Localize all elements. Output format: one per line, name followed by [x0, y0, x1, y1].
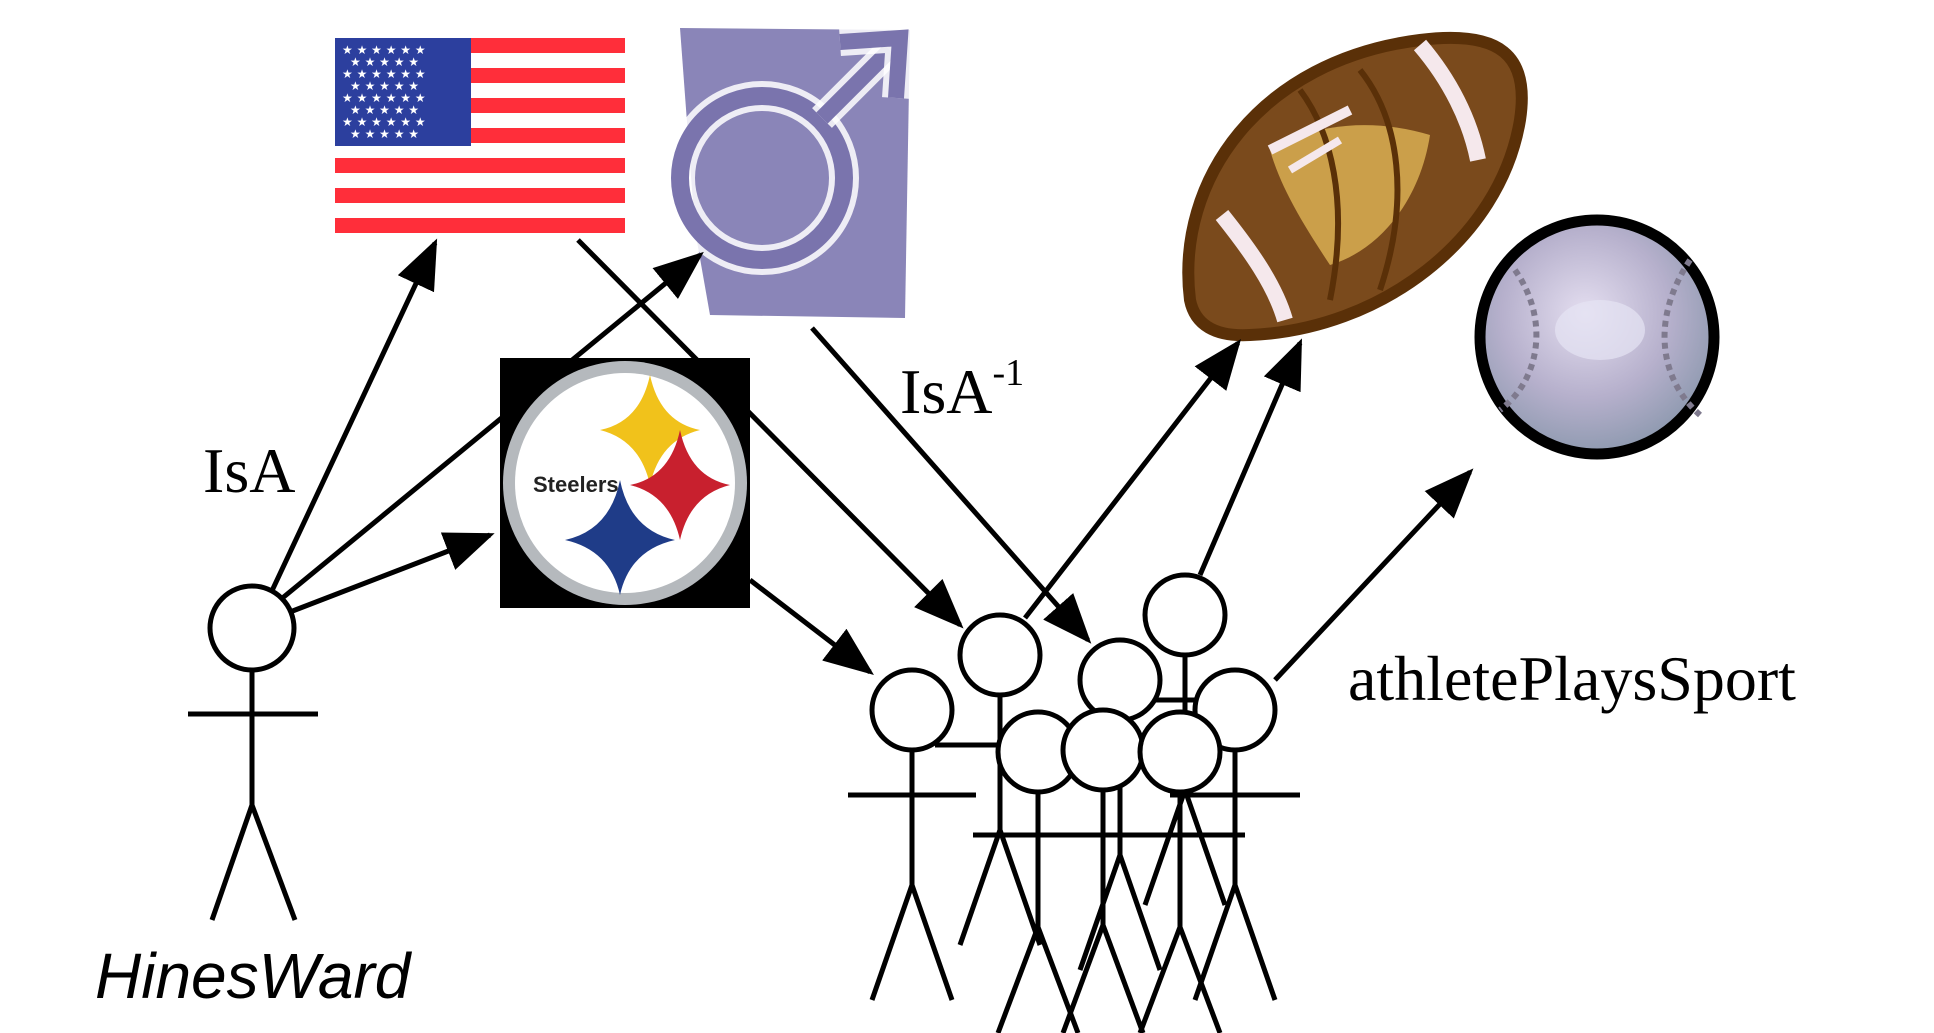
arrow-flag-to-group	[576, 238, 964, 629]
arrow-hines-to-male	[278, 251, 704, 602]
svg-text:★ ★ ★ ★ ★ ★: ★ ★ ★ ★ ★ ★	[342, 67, 426, 81]
arrow-hines-to-flag	[267, 238, 438, 597]
svg-text:★ ★ ★ ★ ★ ★: ★ ★ ★ ★ ★ ★	[342, 43, 426, 57]
svg-text:★ ★ ★ ★ ★ ★: ★ ★ ★ ★ ★ ★	[342, 91, 426, 105]
athlete-figure	[1055, 637, 1185, 971]
steelers-wordmark: Steelers	[533, 472, 619, 497]
svg-text:★ ★ ★ ★ ★ ★: ★ ★ ★ ★ ★ ★	[342, 115, 426, 129]
isa-inverse-label: IsA-1	[900, 352, 1024, 427]
arrow-male-to-group	[810, 326, 1092, 644]
usa-flag-icon: ★ ★ ★ ★ ★ ★ ★ ★ ★ ★ ★ ★ ★ ★ ★ ★ ★ ★ ★ ★ …	[335, 38, 625, 238]
arrow-group-to-football-1	[1023, 339, 1242, 620]
athlete-group-stick-figures	[848, 572, 1300, 1033]
athlete-plays-sport-label: athletePlaysSport	[1348, 643, 1796, 714]
arrow-steelers-to-group	[748, 578, 874, 676]
football-icon	[1182, 31, 1528, 342]
baseball-icon	[1474, 214, 1720, 460]
svg-text:★ ★ ★ ★ ★: ★ ★ ★ ★ ★	[350, 127, 419, 141]
svg-text:★ ★ ★ ★ ★: ★ ★ ★ ★ ★	[350, 103, 419, 117]
arrow-group-to-baseball	[1273, 468, 1474, 682]
svg-text:★ ★ ★ ★ ★: ★ ★ ★ ★ ★	[350, 55, 419, 69]
relation-arrows	[267, 238, 1474, 682]
svg-text:★ ★ ★ ★ ★: ★ ★ ★ ★ ★	[350, 79, 419, 93]
athlete-figure	[848, 667, 976, 1001]
isa-label: IsA	[203, 435, 295, 506]
hines-ward-stick-figure	[188, 583, 318, 921]
steelers-logo-icon: Steelers	[500, 358, 750, 608]
male-symbol-icon	[665, 22, 916, 318]
athlete-figure	[1115, 709, 1245, 1033]
hines-ward-label: HinesWard	[95, 940, 413, 1012]
arrow-group-to-football-2	[1197, 338, 1303, 576]
arrow-hines-to-steelers	[289, 532, 495, 615]
